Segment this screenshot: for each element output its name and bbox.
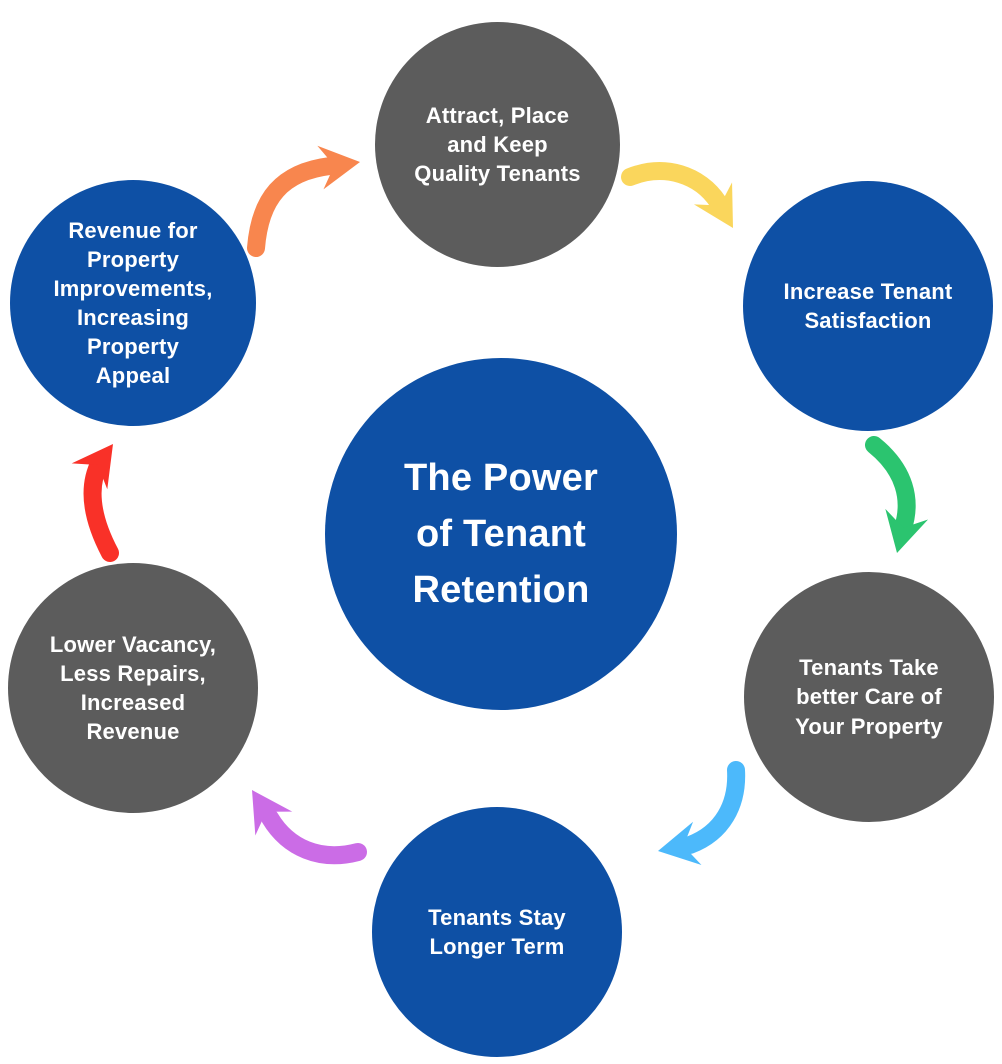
step-label-stay: Tenants Stay Longer Term bbox=[428, 904, 566, 959]
center-circle: The Power of Tenant Retention bbox=[325, 358, 677, 710]
step-label-attract: Attract, Place and Keep Quality Tenants bbox=[414, 102, 581, 187]
step-label-vacancy: Lower Vacancy, Less Repairs, Increased R… bbox=[49, 631, 217, 745]
arrow-orange-icon bbox=[247, 145, 360, 257]
step-circle-attract: Attract, Place and Keep Quality Tenants bbox=[375, 22, 620, 267]
step-label-care: Tenants Take better Care of Your Propert… bbox=[795, 655, 943, 739]
arrow-green-icon bbox=[865, 436, 929, 553]
step-label-revenue: Revenue for Property Improvements, Incre… bbox=[53, 217, 213, 389]
step-circle-vacancy: Lower Vacancy, Less Repairs, Increased R… bbox=[8, 563, 258, 813]
arrow-purple-icon bbox=[252, 790, 367, 865]
step-circle-care: Tenants Take better Care of Your Propert… bbox=[744, 572, 994, 822]
arrow-red-icon bbox=[71, 444, 119, 562]
step-label-satisfaction: Increase Tenant Satisfaction bbox=[783, 278, 953, 333]
step-circle-satisfaction: Increase Tenant Satisfaction bbox=[743, 181, 993, 431]
step-circle-stay: Tenants Stay Longer Term bbox=[372, 807, 622, 1057]
arrow-skyblue-icon bbox=[658, 761, 746, 865]
step-circle-revenue: Revenue for Property Improvements, Incre… bbox=[10, 180, 256, 426]
arrow-yellow-icon bbox=[621, 162, 733, 228]
diagram-title: The Power of Tenant Retention bbox=[404, 456, 598, 612]
